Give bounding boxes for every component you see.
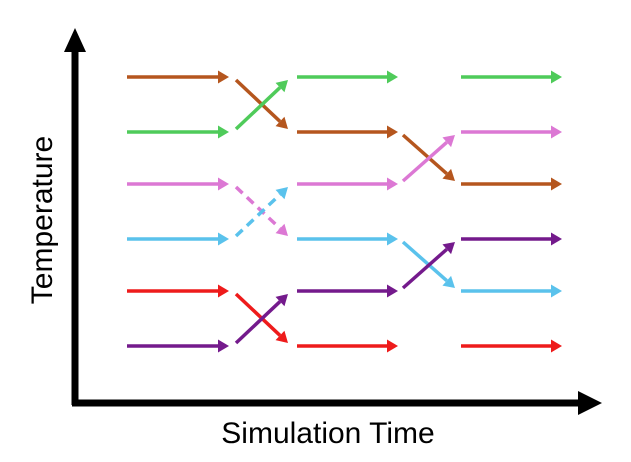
- exchange-arrow-up-w2-r5-shaft: [401, 247, 448, 290]
- exchange-arrow-down-w1-r3: [234, 185, 288, 236]
- exchange-arrow-down-w1-r3-head: [275, 223, 288, 236]
- exchange-arrow-down-w2-r4-head: [442, 275, 455, 288]
- exchange-arrow-down-w1-r3-shaft: [234, 185, 282, 230]
- axes: Simulation Time Temperature: [26, 28, 602, 450]
- exchange-arrow-down-w2-r2: [401, 133, 455, 181]
- trajectory-arrow-s3-r6: [461, 339, 562, 353]
- trajectory-arrow-s2-r1: [297, 70, 398, 84]
- exchange-arrow-down-w1-r5: [234, 292, 288, 343]
- trajectory-arrow-s3-r2-head: [551, 125, 562, 139]
- exchange-arrow-up-w1-r2: [234, 80, 288, 131]
- trajectory-arrow-s3-r3: [461, 177, 562, 191]
- trajectory-arrow-s3-r5: [461, 284, 562, 298]
- trajectory-arrow-s2-r4: [297, 232, 398, 246]
- trajectory-arrow-s3-r1: [461, 70, 562, 84]
- trajectory-arrow-s1-r3-head: [218, 177, 229, 191]
- trajectory-arrow-s1-r5-head: [218, 284, 229, 298]
- trajectory-arrow-s1-r4-head: [218, 232, 229, 246]
- trajectory-arrow-s1-r1-head: [218, 70, 229, 84]
- exchange-arrow-up-w2-r5: [401, 242, 455, 290]
- y-axis-label: Temperature: [26, 136, 59, 304]
- exchange-arrow-down-w1-r5-head: [275, 330, 288, 343]
- exchange-arrow-up-w2-r5-head: [442, 242, 455, 255]
- exchange-arrow-up-w2-r3-head: [442, 135, 455, 148]
- trajectory-arrow-s2-r3-head: [387, 177, 398, 191]
- trajectory-arrow-s1-r4: [127, 232, 229, 246]
- x-axis-label: Simulation Time: [221, 417, 434, 450]
- trajectory-arrow-s2-r2: [297, 125, 398, 139]
- trajectory-arrow-s1-r3: [127, 177, 229, 191]
- exchange-arrow-down-w2-r2-shaft: [401, 133, 448, 176]
- trajectory-arrow-s1-r2: [127, 125, 229, 139]
- replica-trajectories: [127, 70, 562, 353]
- trajectory-arrow-s2-r3: [297, 177, 398, 191]
- exchange-arrow-up-w1-r4-head: [275, 187, 288, 200]
- trajectory-arrow-s2-r5-head: [387, 284, 398, 298]
- trajectory-arrow-s3-r4-head: [551, 232, 562, 246]
- exchange-arrow-up-w1-r6-head: [275, 294, 288, 307]
- trajectory-arrow-s1-r2-head: [218, 125, 229, 139]
- x-axis-arrowhead: [578, 391, 602, 415]
- exchange-arrow-up-w1-r4: [234, 187, 288, 238]
- exchange-arrow-down-w2-r2-head: [442, 168, 455, 181]
- trajectory-arrow-s3-r2: [461, 125, 562, 139]
- exchange-arrow-down-w2-r4: [401, 240, 455, 288]
- exchange-arrow-up-w1-r4-shaft: [234, 193, 282, 238]
- exchange-arrow-up-w2-r3: [401, 135, 455, 183]
- exchange-arrow-up-w1-r6: [234, 294, 288, 345]
- trajectory-arrow-s3-r4: [461, 232, 562, 246]
- exchange-arrow-down-w1-r1: [234, 78, 288, 129]
- trajectory-arrow-s1-r5: [127, 284, 229, 298]
- trajectory-arrow-s3-r6-head: [551, 339, 562, 353]
- trajectory-arrow-s3-r5-head: [551, 284, 562, 298]
- trajectory-arrow-s1-r6: [127, 339, 229, 353]
- exchange-arrow-down-w1-r1-head: [275, 116, 288, 129]
- exchange-attempts: [234, 78, 455, 345]
- trajectory-arrow-s2-r5: [297, 284, 398, 298]
- trajectory-arrow-s2-r6-head: [387, 339, 398, 353]
- exchange-arrow-up-w1-r2-head: [275, 80, 288, 93]
- trajectory-arrow-s3-r3-head: [551, 177, 562, 191]
- trajectory-arrow-s2-r4-head: [387, 232, 398, 246]
- exchange-arrow-up-w2-r3-shaft: [401, 140, 448, 183]
- exchange-arrow-up-w1-r2-shaft: [234, 86, 282, 131]
- exchange-arrow-down-w1-r5-shaft: [234, 292, 282, 337]
- exchange-arrow-up-w1-r6-shaft: [234, 300, 282, 345]
- trajectory-arrow-s3-r1-head: [551, 70, 562, 84]
- trajectory-arrow-s2-r1-head: [387, 70, 398, 84]
- y-axis-arrowhead: [64, 28, 86, 52]
- trajectory-arrow-s2-r6: [297, 339, 398, 353]
- exchange-arrow-down-w1-r1-shaft: [234, 78, 282, 123]
- trajectory-arrow-s1-r1: [127, 70, 229, 84]
- exchange-arrow-down-w2-r4-shaft: [401, 240, 448, 283]
- trajectory-arrow-s1-r6-head: [218, 339, 229, 353]
- trajectory-arrow-s2-r2-head: [387, 125, 398, 139]
